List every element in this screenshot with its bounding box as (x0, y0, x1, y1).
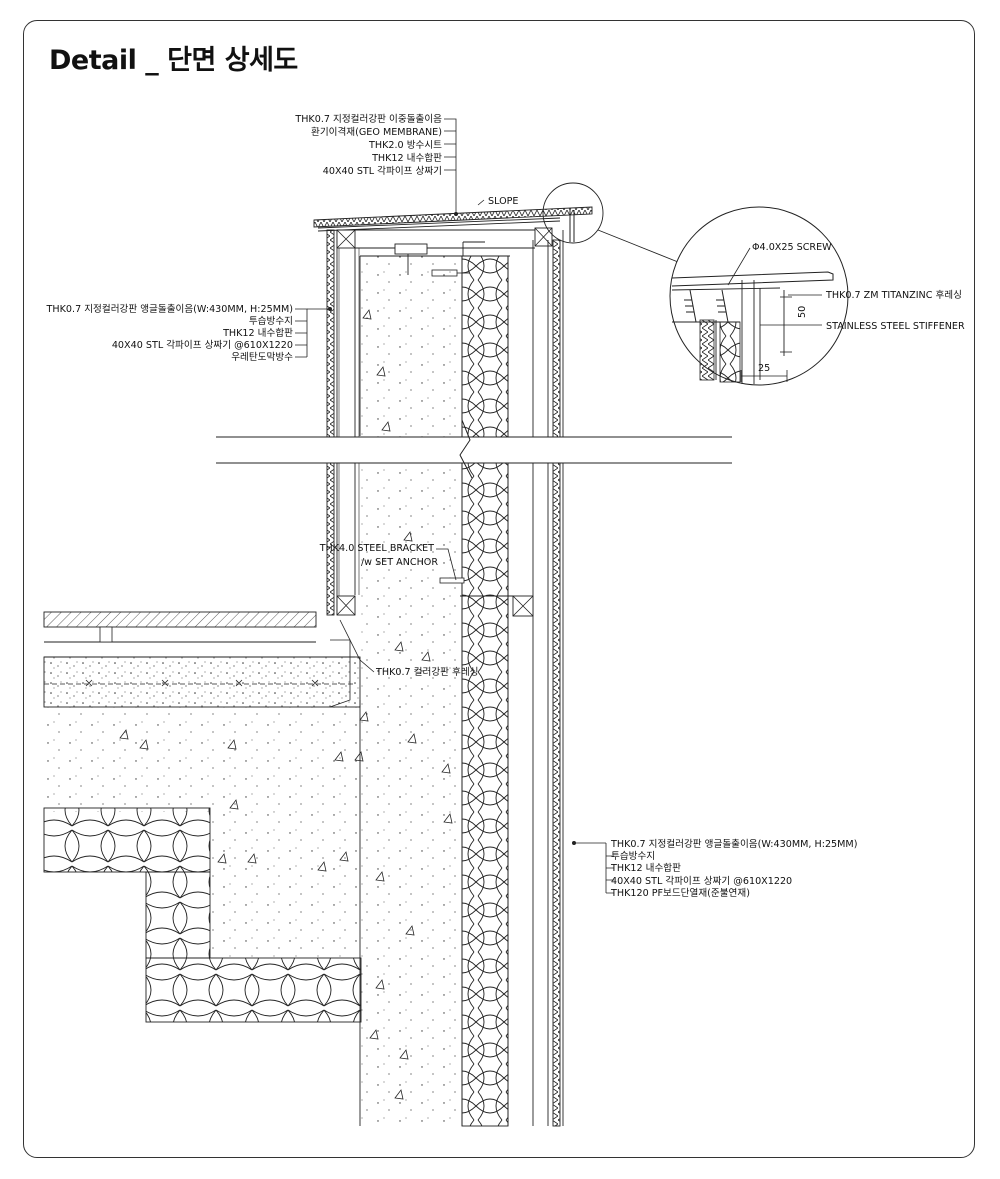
concrete-wall (359, 255, 510, 1126)
screw-label: Φ4.0X25 SCREW (752, 242, 832, 253)
right-label-3: 40X40 STL 각파이프 상짜기 @610X1220 (611, 875, 792, 887)
left-label-4: 우레탄도막방수 (231, 352, 293, 363)
right-callouts: THK0.7 지정컬러강판 앵글돌출이음(W:430MM, H:25MM) 투습… (610, 838, 857, 899)
flashing-label: THK0.7 컬러강판 후레싱 (375, 666, 479, 678)
right-label-0: THK0.7 지정컬러강판 앵글돌출이음(W:430MM, H:25MM) (610, 838, 857, 850)
leader-lines (295, 118, 822, 894)
slope-label: SLOPE (488, 196, 519, 207)
right-label-1: 투습방수지 (611, 851, 655, 862)
roof-label-4: 40X40 STL 각파이프 상짜기 (323, 165, 442, 177)
outer-cladding (532, 230, 564, 1127)
right-label-4: THK120 PF보드단열재(준불연재) (610, 888, 750, 899)
drawing-frame (23, 20, 975, 1158)
detail-callouts: Φ4.0X25 SCREW THK0.7 ZM TITANZINC 후레싱 ST… (752, 242, 965, 374)
dim-50: 50 (797, 306, 808, 318)
left-label-2: THK12 내수합판 (222, 328, 293, 339)
roof-label-1: 환기이격재(GEO MEMBRANE) (311, 126, 442, 138)
bracket-label-1: /w SET ANCHOR (361, 557, 438, 568)
left-label-0: THK0.7 지정컬러강판 앵글돌출이음(W:430MM, H:25MM) (46, 303, 293, 315)
titanzinc-label: THK0.7 ZM TITANZINC 후레싱 (825, 290, 962, 301)
lower-insulation (43, 807, 362, 1023)
left-label-1: 투습방수지 (249, 316, 293, 327)
dim-25: 25 (758, 363, 770, 374)
left-callouts: THK0.7 지정컬러강판 앵글돌출이음(W:430MM, H:25MM) 투습… (46, 303, 294, 363)
break-line (216, 419, 732, 479)
bracket-callouts: THK4.0 STEEL BRACKET /w SET ANCHOR (319, 543, 439, 568)
steel-bracket (336, 577, 534, 617)
left-label-3: 40X40 STL 각파이프 상짜기 @610X1220 (112, 339, 293, 351)
right-label-2: THK12 내수합판 (610, 863, 681, 874)
page-title: Detail _ 단면 상세도 (49, 45, 298, 76)
stiffener-label: STAINLESS STEEL STIFFENER (826, 321, 965, 332)
roof-assembly (313, 206, 593, 242)
roof-callouts: THK0.7 지정컬러강판 이중돌출이음 환기이격재(GEO MEMBRANE)… (294, 113, 442, 177)
roof-label-3: THK12 내수합판 (371, 153, 442, 164)
roof-label-2: THK2.0 방수시트 (368, 140, 442, 151)
floor-slab (43, 611, 364, 812)
roof-label-0: THK0.7 지정컬러강판 이중돌출이음 (294, 113, 442, 125)
bracket-label-0: THK4.0 STEEL BRACKET (319, 543, 434, 554)
detail-callout (542, 182, 849, 386)
insulation-column (461, 255, 509, 1127)
